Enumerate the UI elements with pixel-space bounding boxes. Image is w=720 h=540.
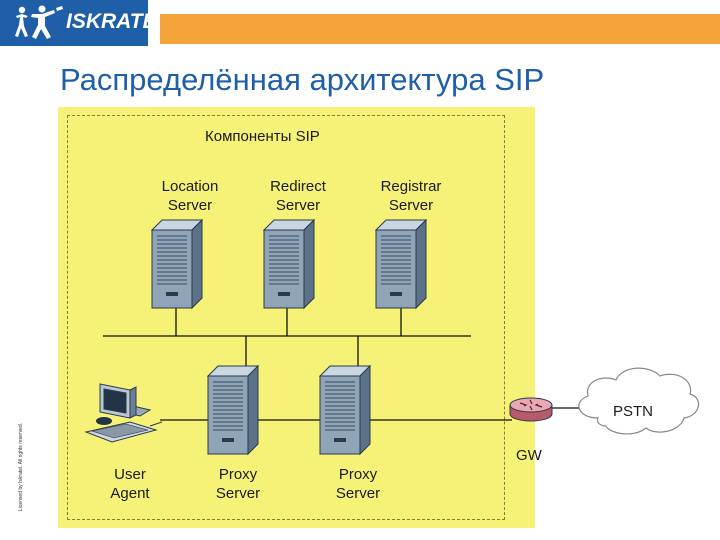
header-divider [148,0,160,46]
header-accent-bar [160,14,720,44]
user-agent-label: User Agent [110,466,150,502]
registrar-server-label: Registrar Server [380,178,442,214]
header-bar: ISKRATEL [0,0,720,46]
proxy-server-icon [207,365,259,455]
page-title: Распределённая архитектура SIP [60,62,545,97]
diagram-panel [58,107,535,528]
iskratel-figure-icon [15,5,63,39]
redirect-server-icon [263,219,315,309]
logo[interactable]: ISKRATEL [0,0,169,46]
proxy-server-2-label: Proxy Server [335,466,381,502]
proxy-server-1-label: Proxy Server [215,466,261,502]
user-agent-workstation-icon [84,383,163,443]
sip-components-boundary [67,115,505,520]
location-server-label: Location Server [161,178,219,214]
gateway-label: GW [516,447,542,464]
redirect-server-label: Redirect Server [270,178,326,214]
logo-text: ISKRATEL [66,10,170,33]
pstn-cloud-icon [578,367,700,435]
panel-title: Компоненты SIP [205,128,320,145]
pstn-label: PSTN [613,403,654,420]
registrar-server-icon [375,219,427,309]
location-server-icon [151,219,203,309]
gateway-router-icon [509,397,553,422]
copyright-note: Licensed by Iskratel. All rights reserve… [18,422,24,512]
proxy-server-icon [319,365,371,455]
